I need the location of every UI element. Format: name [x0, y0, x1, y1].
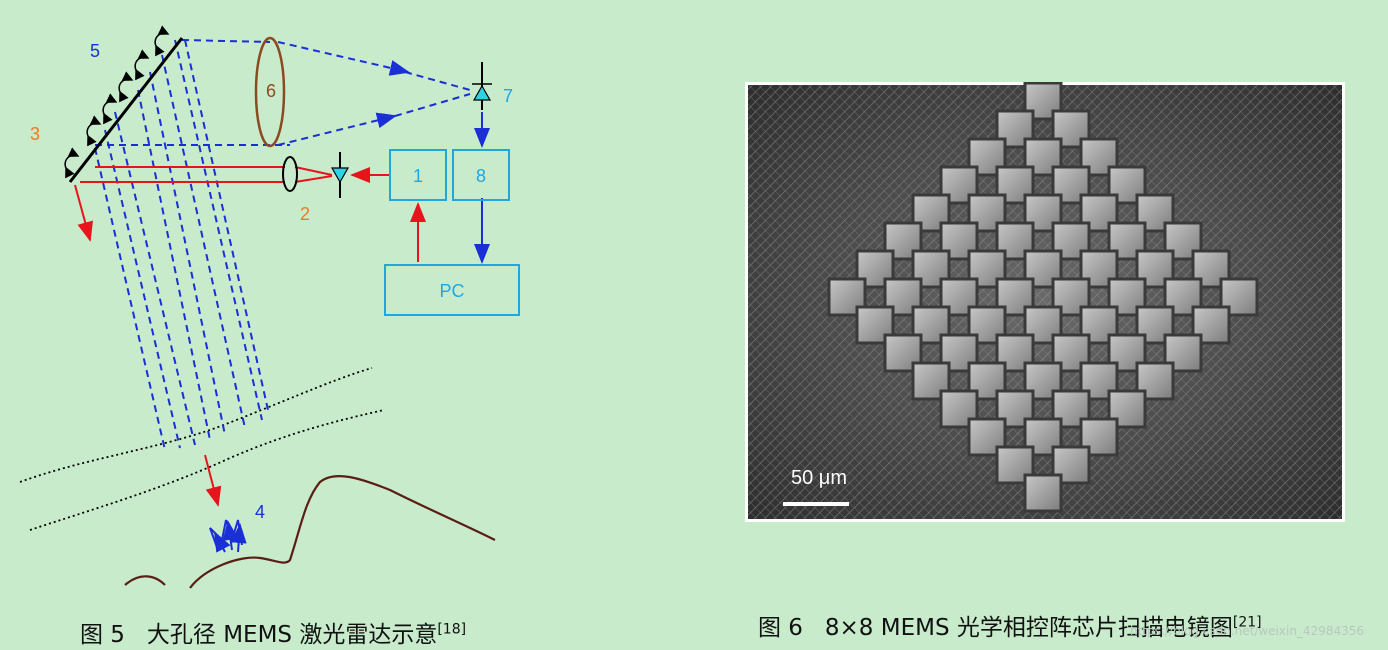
lidar-diagram: 1 8 PC 7 6 5 4 3 2	[0, 0, 700, 600]
label-3: 3	[30, 124, 40, 144]
figure5-caption-prefix: 图 5	[80, 622, 125, 648]
mirror-pad	[1025, 475, 1061, 511]
figure5-caption-ref: [18]	[437, 621, 466, 637]
label-4: 4	[255, 502, 265, 522]
scale-label: 50 μm	[791, 467, 847, 489]
figure5-caption: 图 5 大孔径 MEMS 激光雷达示意[18]	[80, 615, 466, 649]
figure5-caption-text: 大孔径 MEMS 激光雷达示意	[147, 622, 437, 648]
label-5: 5	[90, 41, 100, 61]
figure6-caption-prefix: 图 6	[758, 615, 803, 641]
photodetector-icon	[472, 62, 492, 110]
label-7: 7	[503, 86, 513, 106]
label-pc: PC	[439, 281, 464, 301]
laser-diode-icon	[332, 152, 348, 198]
transmit-lens	[283, 157, 297, 191]
terrain	[20, 368, 495, 588]
label-6: 6	[266, 81, 276, 101]
scattered-return-arrows	[210, 520, 242, 552]
label-2: 2	[300, 204, 310, 224]
mems-mirror-array	[65, 33, 182, 182]
blue-scan-beams	[95, 40, 470, 450]
watermark: https://blog.csdn.net/weixin_42984356	[1130, 624, 1364, 638]
label-8: 8	[476, 166, 486, 186]
label-1: 1	[413, 166, 423, 186]
sem-image: 50 μm	[745, 82, 1345, 522]
